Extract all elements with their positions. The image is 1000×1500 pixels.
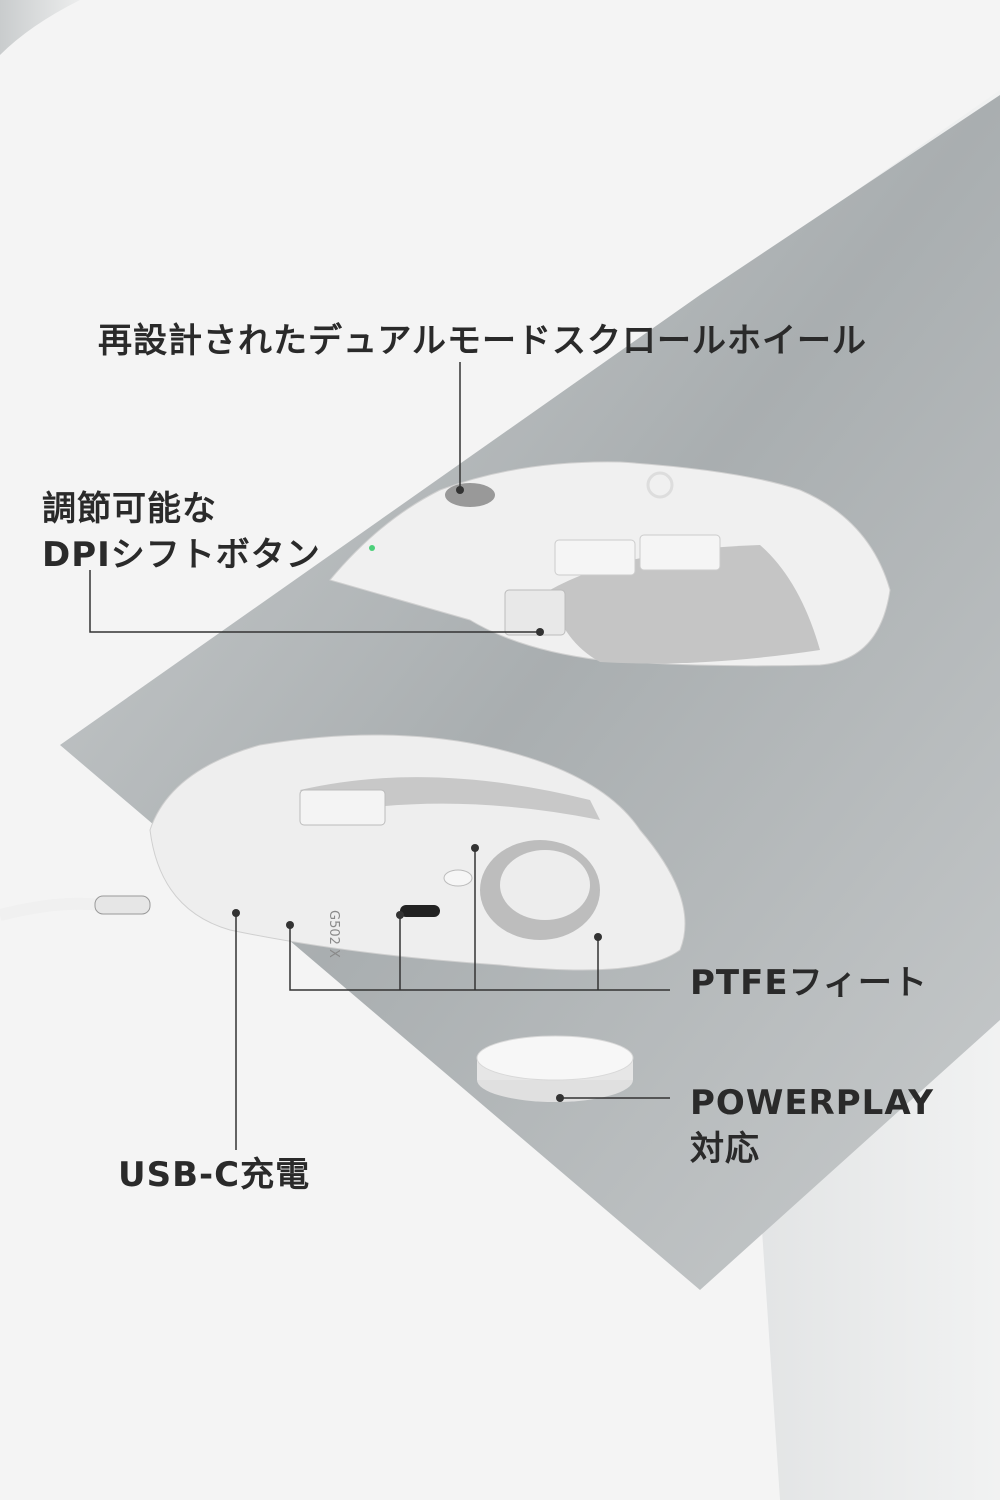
callout-powerplay-line2: 対応 [690,1129,760,1169]
callout-powerplay-line1: POWERPLAY [690,1083,934,1123]
callout-dpi-line1: 調節可能な [42,489,217,529]
corner-shape [0,0,80,55]
callout-dpi-shift: 調節可能な DPIシフトボタン [42,486,321,578]
callout-lines [89,362,670,1150]
powerplay-puck [476,1035,634,1102]
background-band [60,95,1000,1290]
mouse-side-view [329,461,891,667]
usb-c-cable [0,895,151,921]
callout-usb-c: USB-C充電 [118,1155,311,1195]
model-marking: G502 X [326,910,341,958]
callout-ptfe-feet: PTFEフィート [690,963,928,1003]
callout-scroll-wheel: 再設計されたデュアルモードスクロールホイール [98,321,867,361]
callout-powerplay: POWERPLAY 対応 [690,1080,934,1172]
mouse-bottom-view: G502 X [149,734,686,971]
callout-dpi-line2: DPIシフトボタン [42,535,321,575]
callout-dots [232,486,602,1102]
